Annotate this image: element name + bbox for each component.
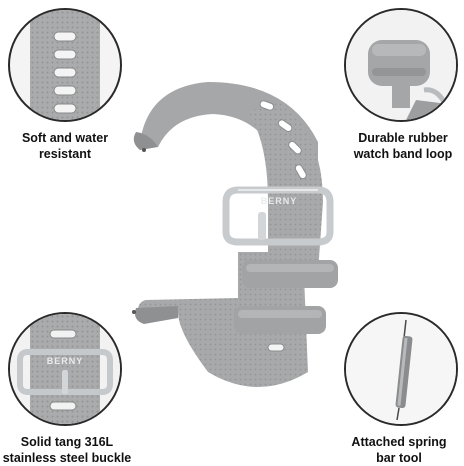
watch-band-main-illustration: BERNY bbox=[132, 82, 338, 387]
buckle-engraving: BERNY bbox=[261, 196, 298, 206]
buckle-engraving-detail: BERNY bbox=[47, 356, 84, 366]
band-loop-illustration bbox=[346, 10, 456, 120]
caption-line-2: bar tool bbox=[376, 451, 422, 465]
buckle-detail-illustration: BERNY bbox=[10, 314, 120, 424]
caption-soft-water-resistant: Soft and water resistant bbox=[0, 130, 140, 162]
caption-spring-bar-tool: Attached spring bar tool bbox=[324, 434, 464, 466]
caption-line-1: Durable rubber bbox=[358, 131, 448, 145]
caption-line-1: Soft and water bbox=[21, 131, 109, 145]
caption-line-2: stainless steel buckle bbox=[2, 451, 132, 465]
spring-bar-tool-illustration bbox=[346, 314, 456, 424]
detail-circle-band-texture bbox=[8, 8, 122, 122]
caption-line-1: Attached spring bbox=[351, 435, 447, 449]
caption-line-1: Solid tang 316L bbox=[20, 435, 114, 449]
band-texture-illustration bbox=[30, 10, 100, 120]
detail-circle-buckle: BERNY bbox=[8, 312, 122, 426]
detail-circle-spring-bar-tool bbox=[344, 312, 458, 426]
caption-line-2: watch band loop bbox=[353, 147, 453, 161]
caption-line-2: resistant bbox=[38, 147, 92, 161]
detail-circle-band-loop bbox=[344, 8, 458, 122]
caption-durable-rubber-loop: Durable rubber watch band loop bbox=[328, 130, 464, 162]
caption-solid-tang-buckle: Solid tang 316L stainless steel buckle bbox=[0, 434, 142, 466]
